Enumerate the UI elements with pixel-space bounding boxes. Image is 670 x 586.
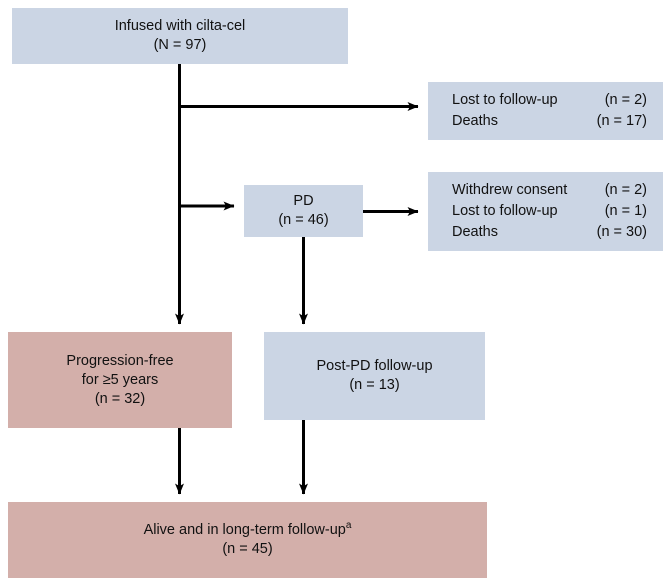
node-alive-label-wrap: Alive and in long-term follow-upa: [144, 521, 352, 540]
node-pd-count: (n = 46): [278, 212, 329, 228]
post-pd-dropout-row-count: (n = 1): [604, 203, 647, 219]
node-alive-footnote-marker: a: [345, 520, 352, 532]
node-alive-label: Alive and in long-term follow-up: [143, 522, 346, 538]
node-progression-free-count: (n = 32): [94, 390, 146, 407]
early-dropout-row-label: Lost to follow-up: [452, 92, 558, 108]
node-progression-free: Progression-free for ≥5 years (n = 32): [8, 332, 232, 428]
post-pd-dropout-row-label: Lost to follow-up: [452, 203, 558, 219]
post-pd-dropout-row-count: (n = 30): [596, 224, 647, 240]
post-pd-dropout-row-count: (n = 2): [604, 182, 647, 198]
node-post-pd-dropout: Withdrew consent (n = 2) Lost to follow-…: [428, 172, 663, 251]
post-pd-dropout-row-label: Deaths: [452, 224, 498, 240]
early-dropout-row: Deaths (n = 17): [452, 111, 647, 132]
node-progression-free-line1: Progression-free: [66, 352, 174, 369]
node-pd-label: PD: [293, 193, 314, 209]
node-progression-free-line2: for ≥5 years: [81, 371, 159, 388]
post-pd-dropout-row: Withdrew consent (n = 2): [452, 180, 647, 201]
early-dropout-row-count: (n = 2): [604, 92, 647, 108]
node-infused-label: Infused with cilta-cel: [114, 18, 246, 34]
early-dropout-row: Lost to follow-up (n = 2): [452, 90, 647, 111]
post-pd-dropout-row: Deaths (n = 30): [452, 222, 647, 243]
early-dropout-row-count: (n = 17): [596, 113, 647, 129]
early-dropout-row-label: Deaths: [452, 113, 498, 129]
node-infused: Infused with cilta-cel (N = 97): [12, 8, 348, 64]
post-pd-dropout-row: Lost to follow-up (n = 1): [452, 201, 647, 222]
post-pd-dropout-row-label: Withdrew consent: [452, 182, 568, 198]
node-infused-count: (N = 97): [153, 37, 207, 53]
node-post-pd-followup-label: Post-PD follow-up: [316, 358, 433, 374]
node-post-pd-followup-count: (n = 13): [349, 377, 400, 393]
node-post-pd-followup: Post-PD follow-up (n = 13): [264, 332, 485, 420]
node-pd: PD (n = 46): [244, 185, 363, 237]
node-alive-count: (n = 45): [222, 541, 273, 557]
node-alive: Alive and in long-term follow-upa (n = 4…: [8, 502, 487, 578]
node-early-dropout: Lost to follow-up (n = 2) Deaths (n = 17…: [428, 82, 663, 140]
